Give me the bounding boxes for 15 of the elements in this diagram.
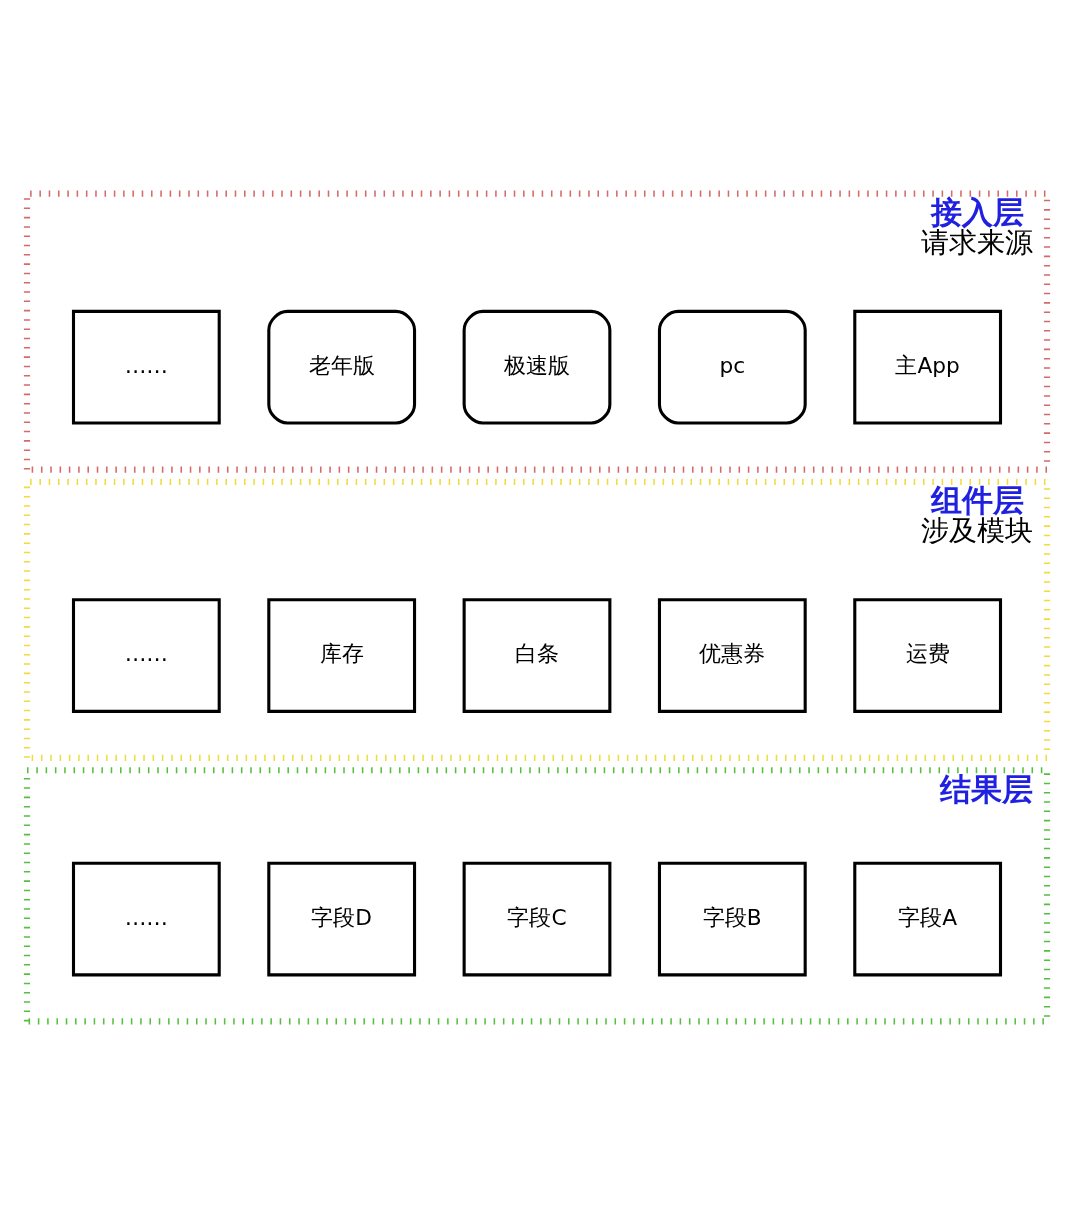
node-box: pc (657, 309, 807, 425)
node-box: 主App (853, 309, 1003, 425)
node-box: …… (71, 309, 221, 425)
node-box: 字段A (853, 861, 1003, 976)
node-box: 老年版 (267, 309, 417, 425)
node-box: …… (71, 861, 221, 976)
node-box: 运费 (853, 597, 1003, 713)
node-box: 优惠券 (657, 597, 807, 713)
node-box: …… (71, 597, 221, 713)
node-box: 字段C (462, 861, 612, 976)
node-box: 库存 (267, 597, 417, 713)
node-box: 极速版 (462, 309, 612, 425)
node-box: 字段D (267, 861, 417, 976)
node-box: 字段B (657, 861, 807, 976)
node-box: 白条 (462, 597, 612, 713)
